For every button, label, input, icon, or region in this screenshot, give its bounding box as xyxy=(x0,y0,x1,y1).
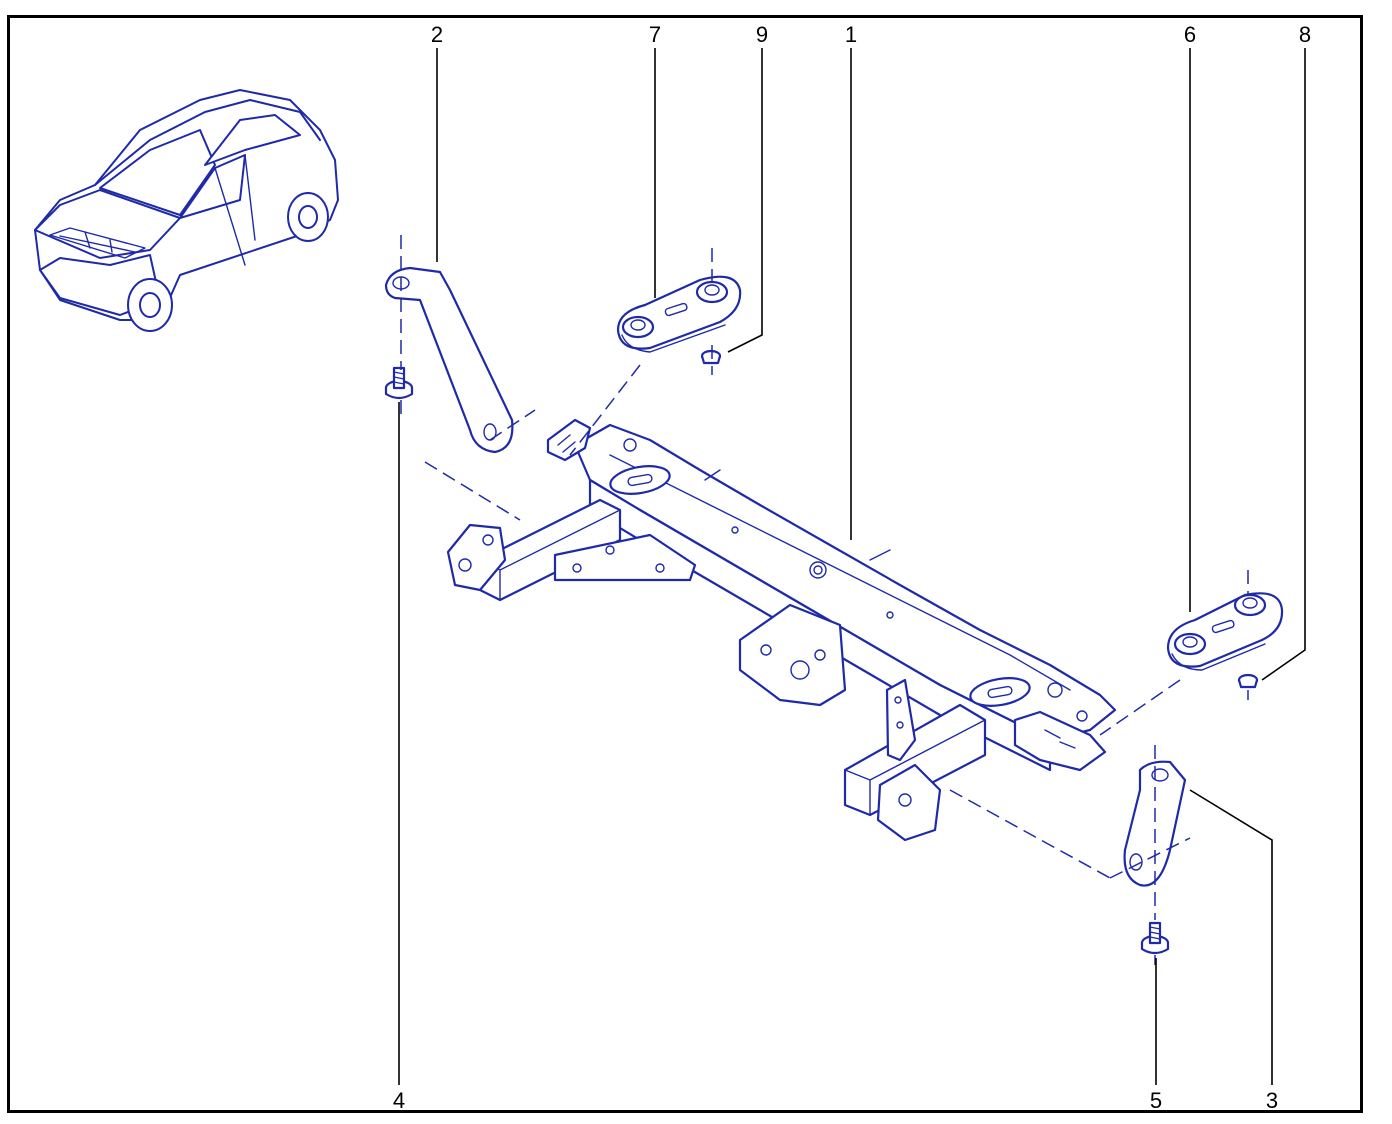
leader-lines xyxy=(398,48,1306,1085)
bolt-right xyxy=(1140,921,1170,955)
callout-7: 7 xyxy=(649,22,661,47)
callout-6: 6 xyxy=(1184,22,1196,47)
nut-left xyxy=(700,349,722,365)
mount-pad-right xyxy=(1166,592,1284,671)
crossmember xyxy=(546,418,1117,772)
nut-right xyxy=(1237,673,1259,689)
bracket-right xyxy=(1123,760,1187,887)
callout-4: 4 xyxy=(393,1088,405,1113)
callout-8: 8 xyxy=(1299,22,1311,47)
callout-3: 3 xyxy=(1266,1088,1278,1113)
bolt-left xyxy=(384,366,414,400)
bracket-left xyxy=(384,266,514,454)
diagram-frame xyxy=(7,15,1363,1113)
assembly-lines xyxy=(400,235,1249,965)
callout-1: 1 xyxy=(845,22,857,47)
callout-2: 2 xyxy=(431,22,443,47)
left-outrigger xyxy=(446,498,697,602)
callout-labels: 2 7 9 1 6 8 4 5 3 xyxy=(393,22,1311,1113)
callout-5: 5 xyxy=(1150,1088,1162,1113)
mount-pad-left xyxy=(616,275,742,353)
right-outrigger xyxy=(843,678,987,842)
center-bracket xyxy=(738,603,847,707)
car-locator-icon xyxy=(34,89,339,332)
callout-9: 9 xyxy=(756,22,768,47)
